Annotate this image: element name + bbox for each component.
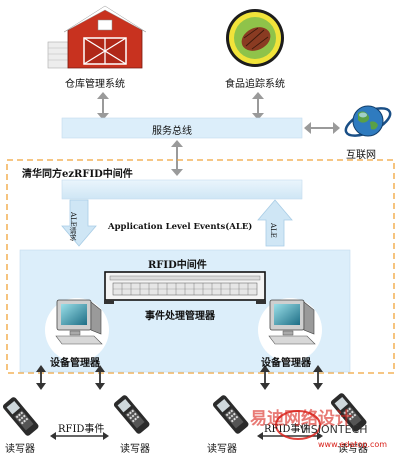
reader-icon-1 [2, 397, 39, 436]
warehouse-label: 仓库管理系统 [65, 79, 125, 90]
right-device-manager-label: 设备管理器 [261, 358, 311, 369]
reader-label-4: 读写器 [338, 444, 368, 455]
event-manager-label: 事件处理管理器 [145, 311, 215, 322]
service-bus-bar [61, 117, 303, 139]
device-reader-arrows [36, 365, 323, 390]
service-bus-label: 服务总线 [152, 126, 192, 137]
watermark-logo-icon [275, 410, 321, 440]
internet-label: 互联网 [346, 150, 376, 161]
left-device-manager-icon [45, 298, 109, 362]
rfid-middleware-label: RFID中间件 [148, 260, 207, 271]
ale-request-label: ALE请求 [69, 212, 77, 241]
rfid-event-label-left: RFID事件 [58, 424, 105, 435]
rfid-middleware-rack-icon [104, 271, 266, 304]
rfid-event-arrow-right [257, 432, 323, 440]
reader-label-1: 读写器 [5, 444, 35, 455]
rfid-event-label-right: RFID事件 [264, 424, 311, 435]
reader-icon-4 [330, 393, 367, 432]
watermark-brand: VISIONTECH [300, 423, 368, 436]
reader-icon-2 [113, 395, 150, 434]
rfid-event-arrow-left [50, 432, 109, 440]
reader-label-2: 读写器 [120, 444, 150, 455]
right-device-manager-icon [258, 298, 322, 362]
reader-icon-3 [212, 395, 249, 434]
watermark-cn-text: 易迪网络设计 [250, 409, 352, 429]
ale-bar [61, 179, 303, 200]
ale-events-label: Application Level Events(ALE) [108, 222, 253, 232]
internet-globe-icon [344, 105, 392, 137]
food-bus-arrow [252, 92, 264, 120]
food-tracking-label: 食品追踪系统 [225, 79, 285, 90]
warehouse-barn-icon [47, 5, 147, 69]
ale-up-arrow [257, 199, 293, 247]
ale-label: ALE [269, 223, 277, 238]
ale-request-arrow [61, 199, 97, 247]
bus-middleware-arrow [171, 140, 183, 176]
middleware-dashed-boundary [6, 159, 395, 374]
left-device-manager-label: 设备管理器 [50, 358, 100, 369]
warehouse-bus-arrow [97, 92, 109, 120]
middleware-title: 清华同方ezRFID中间件 [22, 169, 133, 180]
food-tracking-icon [226, 9, 284, 67]
watermark-url: www.edatop.com [318, 440, 388, 449]
reader-label-3: 读写器 [207, 444, 237, 455]
bus-internet-arrow [304, 122, 340, 134]
